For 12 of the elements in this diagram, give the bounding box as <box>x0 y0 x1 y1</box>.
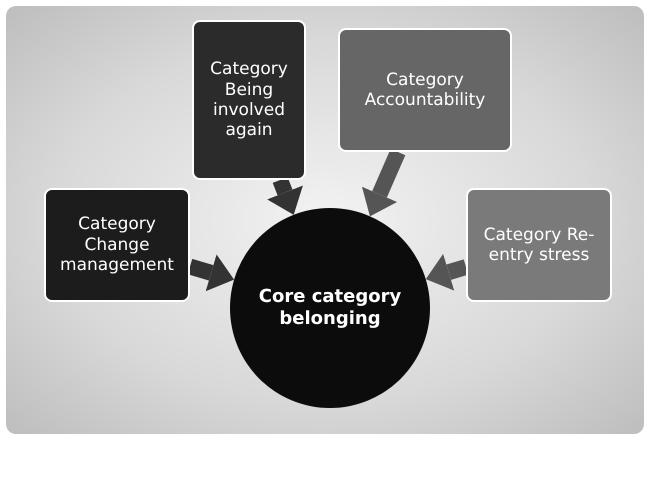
node-label: Core category belonging <box>258 285 402 331</box>
category-box <box>466 188 612 302</box>
node-label: Category Accountability <box>364 68 486 112</box>
category-box <box>44 188 190 302</box>
arrow <box>188 254 234 292</box>
category-box <box>338 28 512 152</box>
node-label: Category Change management <box>59 213 175 278</box>
arrow <box>267 177 303 215</box>
category-box <box>192 20 306 180</box>
node-label: Category Re-entry stress <box>482 224 596 267</box>
arrow <box>426 254 468 291</box>
node-label: Category Being involved again <box>209 58 289 142</box>
